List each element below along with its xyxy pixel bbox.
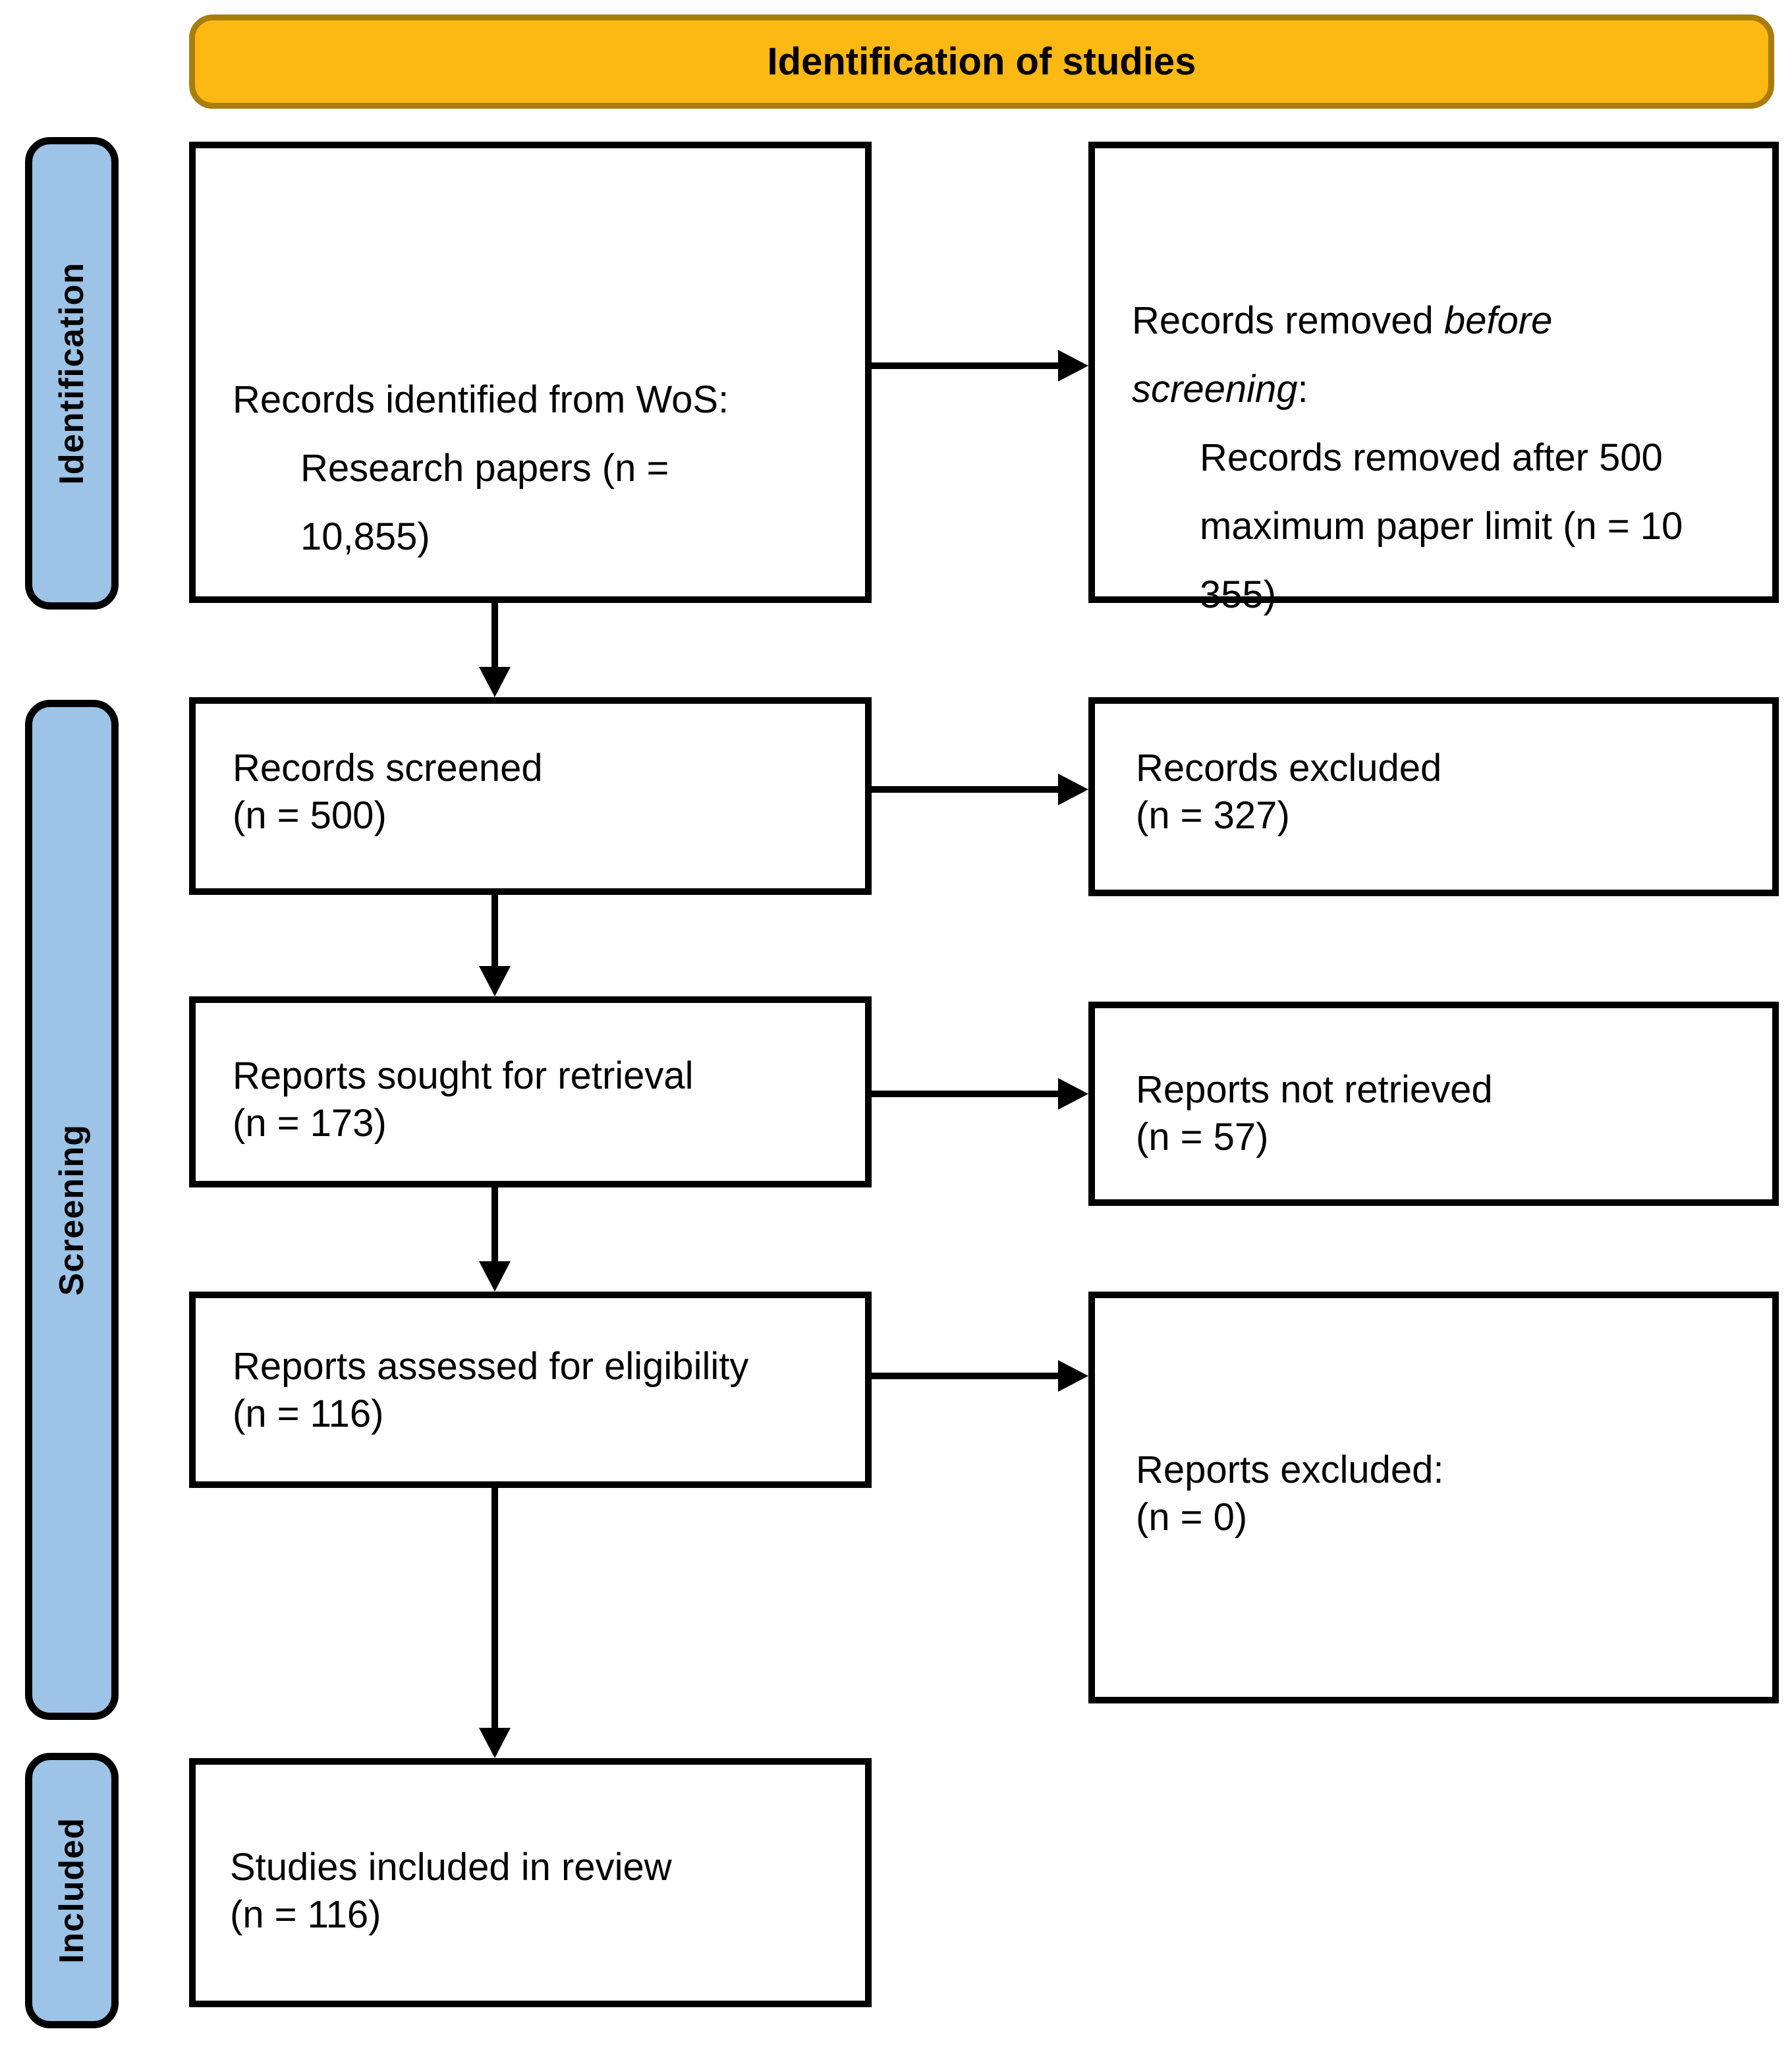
header-title: Identification of studies [767,40,1196,83]
arrow-head-icon [479,667,511,697]
records-identified-line2: Research papers (n = [300,447,669,490]
records-excluded-line2: (n = 327) [1136,794,1290,837]
records-removed-line4: maximum paper limit (n = 10 [1200,505,1683,548]
box-records-screened: Records screened (n = 500) [189,697,872,895]
stage-screening: Screening [25,700,119,1720]
reports-assessed-line1: Reports assessed for eligibility [233,1345,749,1388]
records-identified-line3: 10,855) [300,515,430,558]
reports-excluded-line1: Reports excluded: [1136,1448,1444,1491]
records-identified-line1: Records identified from WoS: [233,378,729,421]
stage-included: Included [25,1753,119,2028]
box-reports-sought: Reports sought for retrieval (n = 173) [189,996,872,1187]
arrow-head-icon [1058,350,1088,382]
box-studies-included: Studies included in review (n = 116) [189,1758,872,2007]
arrow-line [491,1488,498,1729]
arrow-head-icon [1058,1360,1088,1392]
records-removed-line2: screening: [1132,368,1308,411]
arrow-head-icon [1058,1078,1088,1110]
arrow-line [491,895,498,967]
stage-included-label: Included [53,1817,91,1964]
studies-included-line1: Studies included in review [230,1846,672,1889]
box-records-excluded: Records excluded (n = 327) [1088,697,1779,896]
records-removed-line3: Records removed after 500 [1200,436,1663,479]
box-reports-excluded: Reports excluded: (n = 0) [1088,1292,1779,1703]
arrow-line [491,1186,498,1263]
arrow-line [491,596,498,669]
arrow-head-icon [479,966,511,996]
records-excluded-line1: Records excluded [1136,747,1442,789]
arrow-line [872,786,1060,793]
arrow-line [872,1091,1060,1097]
box-records-removed: Records removed before screening: Record… [1088,142,1779,616]
stage-identification-label: Identification [53,262,91,485]
records-removed-line5: 355) [1200,573,1277,616]
arrow-head-icon [1058,774,1088,805]
arrow-head-icon [479,1728,511,1758]
arrow-line [872,362,1060,369]
box-reports-assessed: Reports assessed for eligibility (n = 11… [189,1292,872,1488]
arrow-head-icon [479,1261,511,1292]
box-records-identified: Records identified from WoS: Research pa… [189,142,872,603]
reports-sought-line2: (n = 173) [233,1102,387,1145]
records-screened-line1: Records screened [233,747,543,789]
reports-sought-line1: Reports sought for retrieval [233,1054,694,1097]
box-reports-not-retrieved: Reports not retrieved (n = 57) [1088,1002,1779,1206]
arrow-line [872,1373,1060,1379]
reports-not-retrieved-line1: Reports not retrieved [1136,1068,1493,1111]
records-removed-line1: Records removed before [1132,299,1553,342]
stage-screening-label: Screening [53,1124,91,1296]
reports-assessed-line2: (n = 116) [233,1392,384,1435]
header-banner: Identification of studies [189,14,1774,109]
studies-included-line2: (n = 116) [230,1893,381,1936]
records-screened-line2: (n = 500) [233,794,387,837]
reports-excluded-line2: (n = 0) [1136,1496,1248,1539]
reports-not-retrieved-line2: (n = 57) [1136,1116,1269,1158]
stage-identification: Identification [25,137,119,610]
